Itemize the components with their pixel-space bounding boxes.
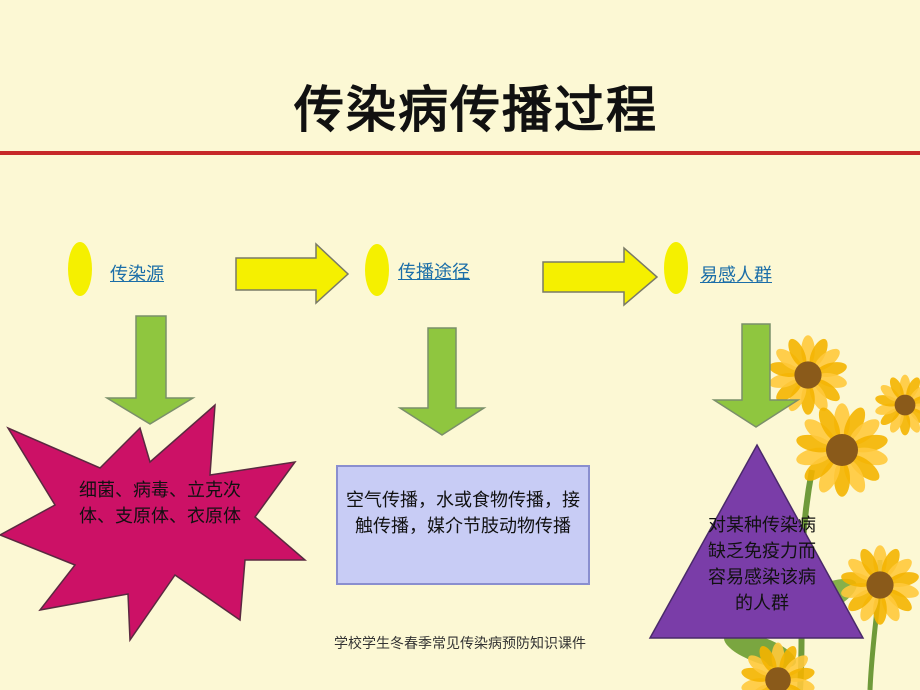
sunflower [769, 335, 847, 415]
footer-text: 学校学生冬春季常见传染病预防知识课件 [334, 636, 586, 652]
node-link-susceptible[interactable]: 易感人群 [700, 265, 772, 286]
sunflower-center [866, 571, 894, 599]
sunflower-center [794, 361, 822, 389]
sunflower-petal [880, 408, 901, 426]
sunflower-petal [843, 407, 866, 441]
sunflower-petal [818, 407, 841, 441]
sunflower-petal [784, 684, 808, 690]
sunflower-petal [784, 655, 808, 676]
sunflower-petal [881, 592, 900, 622]
bullet-oval [664, 242, 688, 294]
sunflower-petal [860, 548, 879, 578]
sunflower-petal [849, 419, 880, 445]
sunflower-petal [886, 558, 912, 581]
arrow-right-icon [542, 246, 659, 307]
sunflower-petal [814, 348, 840, 371]
sunflower-petal [849, 455, 880, 481]
sunflower-petal [779, 645, 797, 673]
sunflower-petal [886, 589, 912, 612]
sunflower [741, 642, 815, 690]
sunflower-petal [843, 459, 866, 493]
arrow-right-icon [235, 242, 350, 305]
title-divider [0, 151, 920, 155]
arrow-down-icon [397, 327, 487, 436]
bullet-oval [365, 244, 389, 296]
susceptible-detail: 对某种传染病缺乏免疫力而容易感染该病的人群 [708, 515, 816, 614]
sunflower-petal [814, 379, 840, 402]
sunflower-petal [776, 379, 802, 402]
sunflower-petal [848, 589, 874, 612]
sunflower-petal [748, 655, 772, 676]
arrow-down-icon [711, 323, 801, 428]
node-link-source[interactable]: 传染源 [110, 264, 164, 285]
triangle-shape [648, 443, 865, 639]
sunflower-petal [860, 592, 879, 622]
sunflower-petal [748, 684, 772, 690]
sunflower [841, 545, 919, 625]
sunflower-petal [906, 377, 920, 399]
sunflower [875, 374, 920, 436]
node-link-route[interactable]: 传播途径 [398, 262, 470, 283]
sunflower-center [894, 394, 916, 416]
sunflower-petal [848, 558, 874, 581]
sunflower-petal [881, 548, 900, 578]
sunflower-petal [818, 459, 841, 493]
sunflower-petal [880, 384, 901, 402]
sunflower-petal [906, 411, 920, 433]
route-detail: 空气传播，水或食物传播，接触传播，媒介节肢动物传播 [346, 490, 580, 537]
sunflower-petal [804, 455, 835, 481]
sunflower-petal [776, 348, 802, 371]
arrow-down-icon [104, 315, 196, 425]
sunflower-petal [788, 338, 807, 368]
sunflower-center [765, 667, 791, 690]
sunflower-petal [889, 411, 904, 433]
slide-title: 传染病传播过程 [294, 81, 658, 139]
sunflower-petal [809, 382, 828, 412]
sunflower-petal [809, 338, 828, 368]
sunflower-petal [889, 377, 904, 399]
bullet-oval [68, 242, 92, 296]
sunflower-center [826, 434, 858, 466]
sunflower [796, 403, 888, 497]
sunflower-petal [804, 419, 835, 445]
route-box [336, 465, 590, 585]
starburst-shape [0, 403, 308, 643]
sunflower-petal [759, 645, 777, 673]
source-detail: 细菌、病毒、立克次体、支原体、衣原体 [79, 480, 241, 527]
